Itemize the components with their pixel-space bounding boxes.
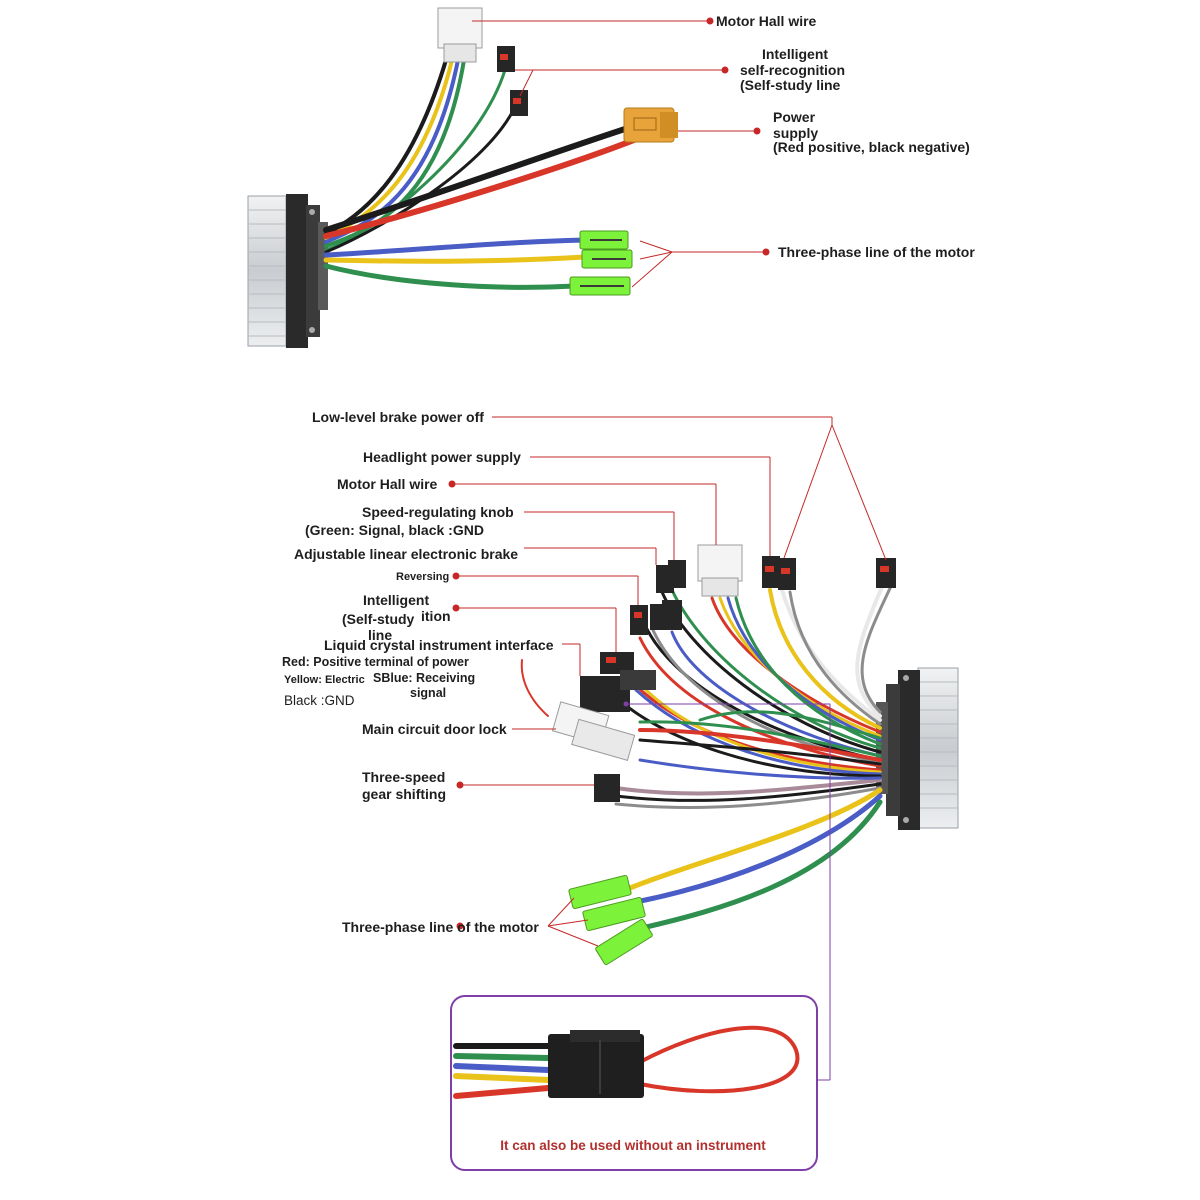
label-intelligent-4: line [368,627,393,643]
top-label-self-recognition-3: (Self-study line [740,77,841,93]
inset-wire-yellow [453,1073,551,1083]
top-controller [247,194,328,348]
gear-blue [638,758,882,780]
inset-loop-red [638,1025,800,1094]
knob-green [670,588,882,750]
label-lcd-black: Black :GND [284,693,355,708]
top-label-motor-hall: Motor Hall wire [716,13,817,29]
phase-yellow [323,254,588,264]
phase-green [323,263,578,290]
top-power-connector [623,107,678,143]
lcd-black [608,690,882,778]
inset-wire-green [453,1053,551,1061]
harness-red-loop [520,659,549,717]
phase-yellow-b [627,787,883,891]
top-hall-connector [437,7,483,63]
brake-right-white [855,580,886,718]
top-label-three-phase: Three-phase line of the motor [778,244,975,260]
lcd-yellow [628,670,882,774]
label-speed-knob-2: (Green: Signal, black :GND [305,522,484,538]
gear-black [614,782,882,802]
harness-green-extra [698,710,882,740]
inset-note: It can also be used without an instrumen… [500,1138,766,1153]
hall-wire-green [324,58,466,248]
label-three-speed-2: gear shifting [362,786,447,802]
inset-callout [623,701,831,1081]
bottom-controller [876,667,959,830]
brake-right-gray [860,582,894,714]
top-label-power-2: supply [773,125,819,141]
power-black [323,125,631,233]
label-intelligent-1: Intelligent [363,592,430,608]
inset-wire-blue [453,1063,551,1073]
label-motor-hall: Motor Hall wire [337,476,438,492]
linbrake-blue [670,630,882,758]
top-label-power-3: (Red positive, black negative) [773,139,970,155]
label-three-phase: Three-phase line of the motor [342,919,539,935]
phase-blue-b [633,793,883,905]
label-lcd-red: Red: Positive terminal of power [282,655,469,669]
label-intelligent-3: ition [421,608,451,624]
phase-green-b [639,799,883,931]
top-leaders [472,17,770,288]
label-linear-brake: Adjustable linear electronic brake [294,546,519,562]
power-red [323,137,637,239]
top-wires [323,58,637,290]
top-self-study-connectors [497,46,528,116]
lock-black [638,738,882,766]
top-phase-connectors [569,230,633,296]
label-lcd-blue-2: signal [410,686,447,700]
label-lcd-blue-1: SBlue: Receiving [373,671,476,685]
inset-wire-red [453,1085,551,1099]
brake-left-gray [788,590,882,726]
label-headlight: Headlight power supply [363,449,521,465]
label-lcd-interface: Liquid crystal instrument interface [324,637,554,653]
lock-green [638,720,882,758]
bottom-wires [520,580,894,931]
bottom-connectors [551,544,896,966]
label-brake-power-off: Low-level brake power off [312,409,484,425]
instrument-bypass-inset [450,995,818,1171]
self-study-black [324,98,520,254]
phase-blue [323,237,588,258]
lcd-blue [634,688,882,776]
lock-red [638,728,882,762]
headlight-yellow [768,588,882,730]
top-label-self-recognition-2: self-recognition [740,62,846,78]
self-study-green [324,68,507,252]
label-reversing: Reversing [396,571,450,583]
hall-green [734,596,882,746]
gear-mauve [614,778,882,796]
top-label-power-1: Power [773,109,816,125]
top-label-self-recognition-1: Intelligent [761,46,829,62]
label-intelligent-2: (Self-study [342,611,415,627]
self-study-red [638,636,882,768]
label-speed-knob-1: Speed-regulating knob [362,504,514,520]
inset-connector [548,1034,644,1098]
label-door-lock: Main circuit door lock [362,721,507,737]
bottom-leaders [448,416,887,947]
brake-left-white [780,588,882,722]
label-three-speed-1: Three-speed [362,769,446,785]
gear-gray [614,786,882,809]
label-lcd-yellow: Yellow: Electric [284,674,365,686]
